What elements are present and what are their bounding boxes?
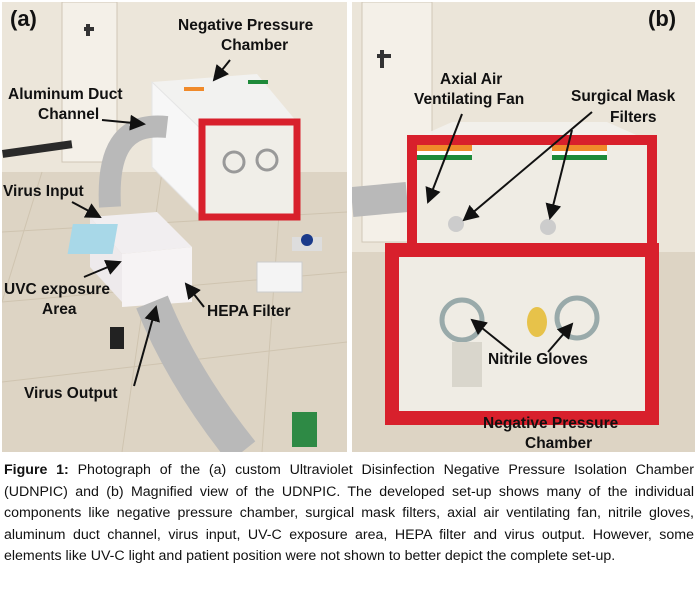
panel-a-letter: (a) xyxy=(10,6,37,31)
label-aluminum-duct-line2: Channel xyxy=(38,106,100,123)
caption-label: Figure 1: xyxy=(4,462,69,478)
label-hepa-filter: HEPA Filter xyxy=(207,303,291,320)
label-uvc-area-line2: Area xyxy=(42,301,77,318)
label-negative-pressure-chamber-a-line2: Chamber xyxy=(221,37,289,54)
panel-b-letter: (b) xyxy=(648,6,677,31)
photo-panel-a: (a) Negative Pressure Chamber Aluminum D… xyxy=(2,2,347,452)
label-nitrile-gloves: Nitrile Gloves xyxy=(488,351,588,368)
photo-a-illustration xyxy=(2,2,347,452)
label-surgical-filters-line1: Surgical Mask xyxy=(571,88,676,105)
label-aluminum-duct-line1: Aluminum Duct xyxy=(8,86,123,103)
label-uvc-area-line1: UVC exposure xyxy=(4,281,110,298)
label-negative-pressure-chamber-b-line1: Negative Pressure xyxy=(483,415,619,432)
label-axial-fan-line2: Ventilating Fan xyxy=(414,91,525,108)
caption-text: Photograph of the (a) custom Ultraviolet… xyxy=(4,462,694,564)
figure-caption: Figure 1: Photograph of the (a) custom U… xyxy=(4,460,694,568)
label-virus-input: Virus Input xyxy=(3,183,84,200)
label-virus-output: Virus Output xyxy=(24,385,118,402)
label-axial-fan-line1: Axial Air xyxy=(440,71,503,88)
label-negative-pressure-chamber-a-line1: Negative Pressure xyxy=(178,17,314,34)
photo-b-illustration xyxy=(352,2,695,452)
label-negative-pressure-chamber-b-line2: Chamber xyxy=(525,435,593,452)
photo-panel-b: (b) Axial Air Ventilating Fan Surgical M… xyxy=(352,2,695,452)
label-surgical-filters-line2: Filters xyxy=(610,109,657,126)
